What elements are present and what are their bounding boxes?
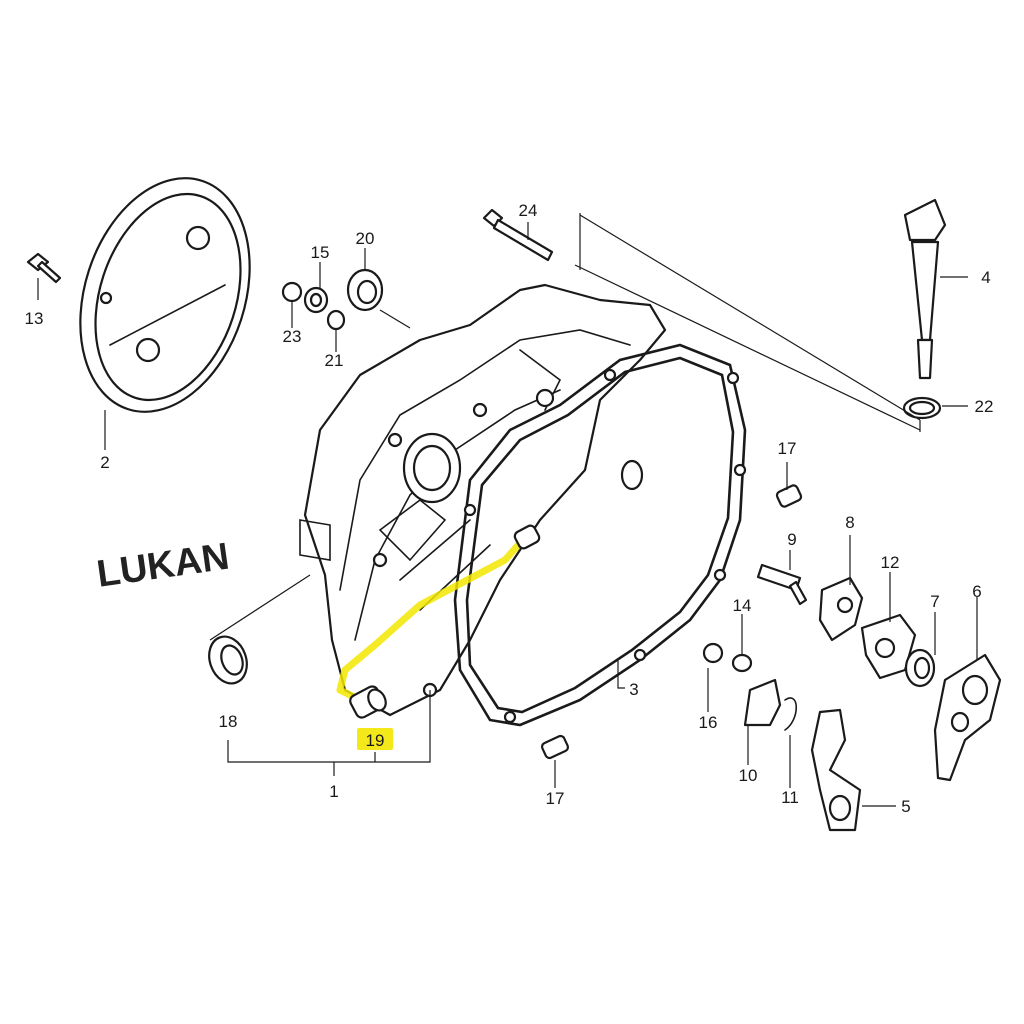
part-17-pin-lower [540, 734, 570, 760]
label-23: 23 [283, 327, 302, 346]
label-24: 24 [519, 201, 538, 220]
part-10-stopper [743, 678, 782, 727]
label-6: 6 [972, 582, 981, 601]
part-2-cover [79, 177, 251, 413]
parts-14-16 [702, 642, 753, 673]
label-14: 14 [733, 596, 752, 615]
part-21-oring [326, 309, 346, 331]
part-19-dowel-pin [349, 524, 541, 719]
part-11-spring [784, 697, 797, 731]
part-24-bolt [482, 208, 554, 262]
part-22-oring [902, 396, 942, 420]
highlight-part-19 [336, 531, 531, 750]
label-3: 3 [629, 680, 638, 699]
label-2: 2 [100, 453, 109, 472]
highlight-label-box [357, 728, 393, 750]
part-14-washer [731, 653, 753, 673]
part-12-cam [860, 613, 917, 680]
label-7: 7 [930, 592, 939, 611]
part-3-gasket [453, 343, 747, 727]
label-13: 13 [25, 309, 44, 328]
watermark-text: LUKAN [94, 536, 232, 596]
part-8-plate [818, 576, 864, 642]
part-1-crankcase-cover [299, 283, 667, 717]
label-10: 10 [739, 766, 758, 785]
highlight-path [336, 531, 531, 704]
label-17-upper: 17 [778, 439, 797, 458]
label-21: 21 [325, 351, 344, 370]
label-19: 19 [366, 731, 385, 750]
label-9: 9 [787, 530, 796, 549]
label-17-lower: 17 [546, 789, 565, 808]
label-22: 22 [975, 397, 994, 416]
label-8: 8 [845, 513, 854, 532]
label-16: 16 [699, 713, 718, 732]
part-4-dipstick [903, 198, 947, 380]
label-18: 18 [219, 712, 238, 731]
label-12: 12 [881, 553, 900, 572]
label-1: 1 [329, 782, 338, 801]
part-number-labels: 1 2 3 4 5 6 7 8 9 10 11 12 13 14 15 16 1… [25, 201, 994, 816]
part-7-collar [904, 648, 936, 688]
part-17-pin-upper [775, 484, 803, 508]
part-6-arm [933, 653, 1002, 782]
parts-top-small [281, 268, 384, 331]
parts-10-11-5 [743, 678, 862, 832]
label-4: 4 [981, 268, 990, 287]
part-18-oil-seal [208, 635, 248, 685]
leader-lines [37, 213, 978, 807]
label-20: 20 [356, 229, 375, 248]
part-9-stud [756, 563, 808, 606]
part-23-nut [281, 281, 303, 303]
label-15: 15 [311, 243, 330, 262]
label-11: 11 [781, 788, 799, 807]
part-16-nut [702, 642, 724, 664]
label-5: 5 [901, 797, 910, 816]
part-13-bolt [26, 252, 62, 284]
